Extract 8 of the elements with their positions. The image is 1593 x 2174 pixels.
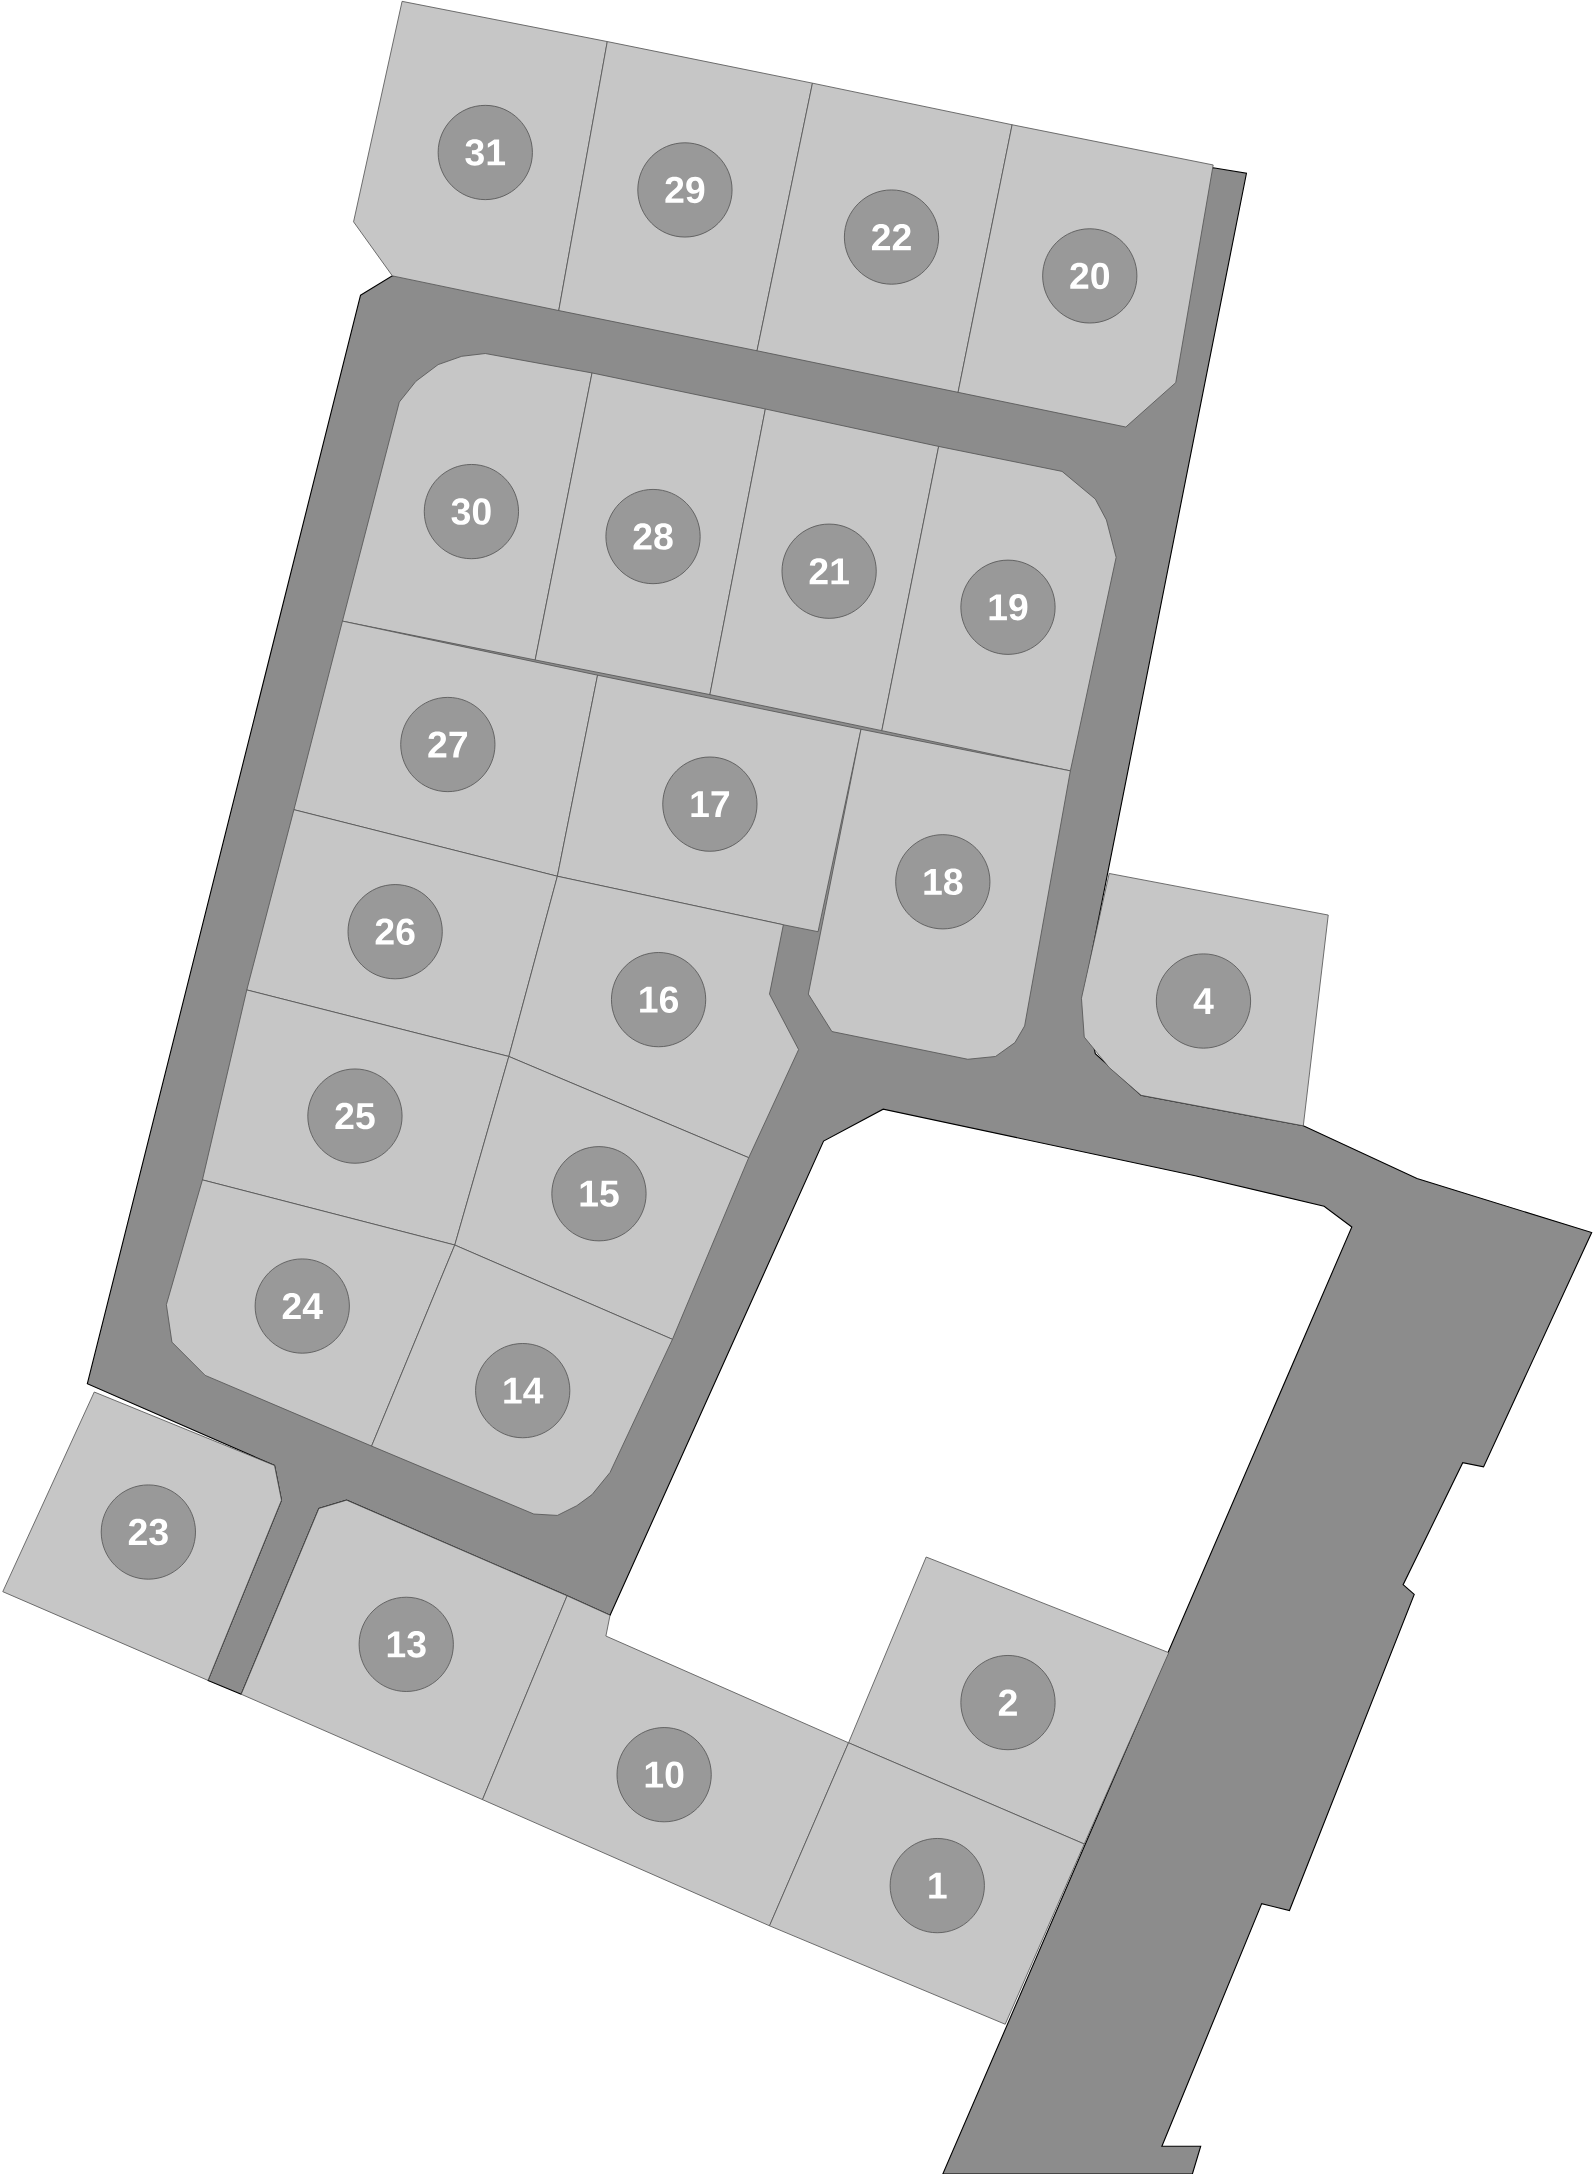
lot-parcel: 19 bbox=[881, 446, 1117, 772]
lot-parcel: 23 bbox=[2, 1391, 282, 1681]
lot-parcel: 4 bbox=[1081, 873, 1329, 1127]
lot-parcel: 20 bbox=[957, 124, 1214, 428]
lot-parcel: 18 bbox=[807, 728, 1071, 1060]
lot-parcel: 1 bbox=[769, 1742, 1085, 2025]
lot-parcel: 14 bbox=[371, 1244, 673, 1516]
lot-parcel: 10 bbox=[482, 1595, 849, 1927]
